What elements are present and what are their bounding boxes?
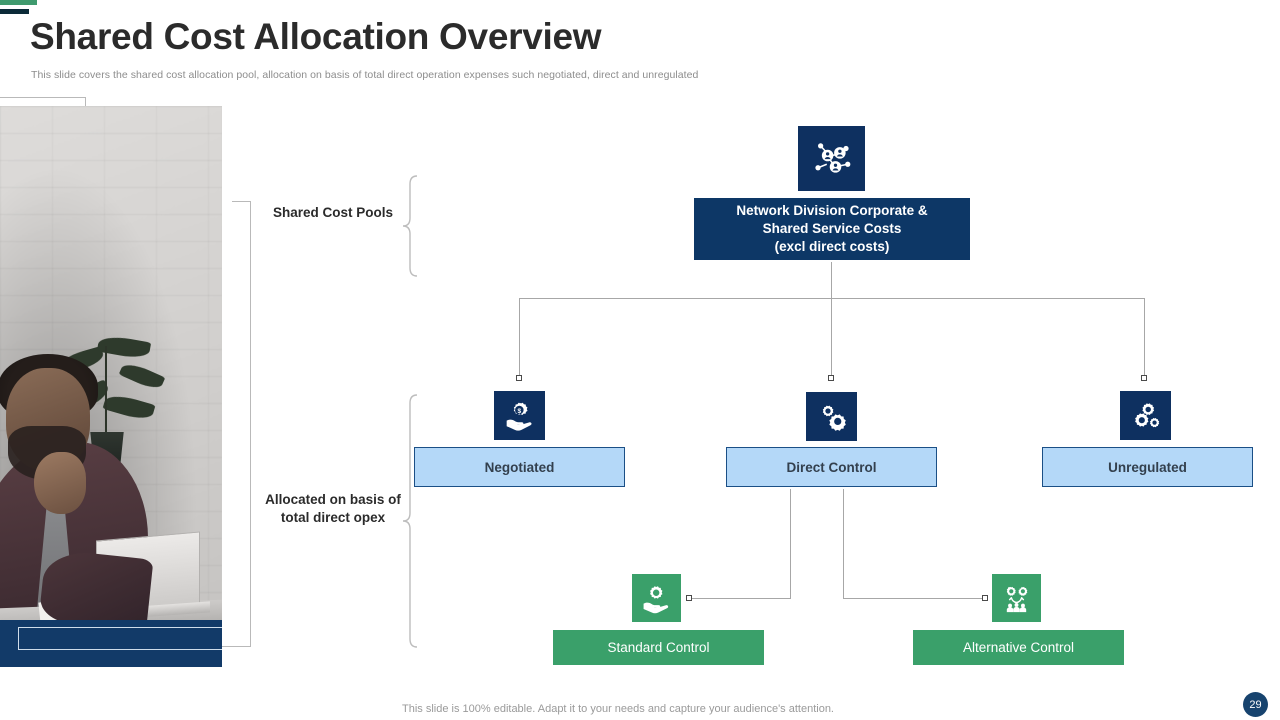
node-direct-control-label: Direct Control [786,459,877,475]
node-root-line3: (excl direct costs) [774,238,890,254]
connector-drop-unregulated [1144,298,1145,378]
photo-navy-frame-bottom [18,649,222,650]
photo-frame-right-top-line [232,201,251,202]
photo-navy-frame-left [18,627,19,650]
connector-direct-to-standard-h [690,598,791,599]
connector-endpoint-direct-control [828,375,834,381]
gears-icon-tile [806,392,857,441]
hand-gear-icon-tile [632,574,681,622]
node-standard-control-label: Standard Control [607,640,710,655]
node-root-network-division[interactable]: Network Division Corporate & Shared Serv… [694,198,970,260]
svg-text:$: $ [517,407,521,414]
hand-gear-dollar-icon: $ [506,402,532,431]
connector-endpoint-unregulated [1141,375,1147,381]
group-label-allocated-basis: Allocated on basis of total direct opex [265,492,401,526]
photo-navy-frame-top [18,627,222,628]
connector-drop-direct-control [831,298,832,378]
connector-direct-to-alternative-v [843,489,844,599]
three-gears-icon [1134,402,1159,427]
footer-note: This slide is 100% editable. Adapt it to… [402,703,834,715]
connector-bus-right [831,298,1145,299]
connector-direct-to-alternative-h [843,598,985,599]
node-negotiated[interactable]: Negotiated [414,447,625,487]
hand-gear-dollar-icon-tile: $ [494,391,545,440]
brace-allocated-basis [402,394,418,648]
decor-bar-navy [0,9,29,14]
node-alternative-control-label: Alternative Control [962,640,1075,655]
connector-endpoint-standard-control [686,595,692,601]
people-gears-icon [1006,586,1028,612]
office-photo [0,106,222,667]
network-people-icon-tile [798,126,865,191]
photo-frame-top-tick [85,97,86,109]
network-people-icon [814,142,850,173]
person-arm [38,548,154,632]
person-hand [34,452,86,514]
group-label-shared-cost-pools: Shared Cost Pools [272,205,394,220]
gears-icon [822,405,846,431]
node-negotiated-label: Negotiated [484,459,555,475]
node-standard-control[interactable]: Standard Control [553,630,764,665]
node-root-line2: Shared Service Costs [762,221,902,237]
node-direct-control[interactable]: Direct Control [726,447,937,487]
node-unregulated[interactable]: Unregulated [1042,447,1253,487]
photo-frame-right-line [250,201,251,647]
node-root-line1: Network Division Corporate & [736,203,928,219]
page-number-badge: 29 [1243,692,1268,717]
three-gears-icon-tile [1120,391,1171,440]
node-unregulated-label: Unregulated [1108,459,1187,475]
connector-endpoint-negotiated [516,375,522,381]
hand-gear-icon [643,585,669,613]
people-gears-icon-tile [992,574,1041,622]
brace-shared-cost-pools [402,175,418,277]
connector-endpoint-alternative-control [982,595,988,601]
photo-frame-top-line [0,97,86,98]
page-title: Shared Cost Allocation Overview [30,16,602,57]
photo-frame-right-bottom-line [222,646,251,647]
node-alternative-control[interactable]: Alternative Control [913,630,1124,665]
connector-drop-negotiated [519,298,520,378]
plant-stem [105,346,107,438]
decor-bar-green [0,0,37,5]
page-subtitle: This slide covers the shared cost alloca… [31,69,699,81]
connector-direct-to-standard-v [790,489,791,599]
connector-bus-left [519,298,832,299]
connector-root-down [831,262,832,298]
